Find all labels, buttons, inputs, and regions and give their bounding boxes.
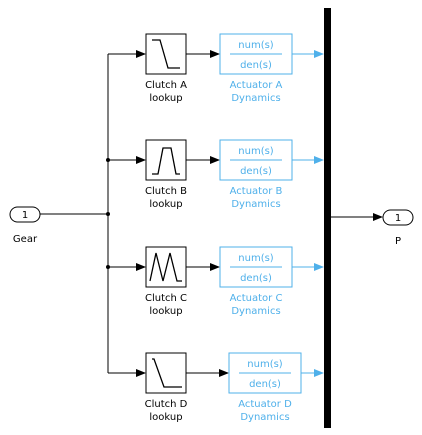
clutch-row: Clutch B lookup num(s) den(s) Actuator B Dyna… <box>108 139 324 210</box>
actuator-dynamics-block[interactable]: num(s) den(s) Actuator A Dynamics <box>219 33 293 104</box>
outport-label: P <box>395 236 401 247</box>
clutch-row: Clutch A lookup num(s) den(s) Actuator A Dyna… <box>108 33 324 104</box>
lookup-block[interactable]: Clutch D lookup <box>145 352 188 423</box>
clutch-row: Clutch D lookup num(s) den(s) Actuator D Dyna… <box>108 352 324 423</box>
actuator-label-line1: Actuator C <box>230 293 283 304</box>
lookup-label-line1: Clutch B <box>145 186 187 197</box>
actuator-label-line2: Dynamics <box>231 199 280 210</box>
tf-numerator: num(s) <box>238 253 274 264</box>
tf-denominator: den(s) <box>249 379 281 390</box>
clutch-c-curve-icon <box>149 252 182 282</box>
lookup-label-line2: lookup <box>149 412 182 423</box>
actuator-label-line2: Dynamics <box>231 93 280 104</box>
outport-shape <box>382 209 414 226</box>
tf-numerator: num(s) <box>247 359 283 370</box>
actuator-dynamics-block[interactable]: num(s) den(s) Actuator B Dynamics <box>219 139 293 210</box>
actuator-label-line2: Dynamics <box>240 412 289 423</box>
actuator-label-line1: Actuator A <box>230 80 283 91</box>
lookup-block-frame <box>145 352 187 394</box>
clutch-b-curve-icon <box>152 147 180 175</box>
tf-denominator: den(s) <box>240 60 272 71</box>
inport-number: 1 <box>22 210 28 221</box>
inport-gear[interactable]: 1 Gear <box>9 206 41 245</box>
lookup-block-frame <box>145 33 187 75</box>
outport-p[interactable]: 1 P <box>382 209 414 247</box>
lookup-label-line1: Clutch D <box>145 399 188 410</box>
clutch-d-curve-icon <box>152 358 182 388</box>
lookup-block[interactable]: Clutch C lookup <box>145 246 187 317</box>
clutch-a-curve-icon <box>152 39 180 69</box>
lookup-block[interactable]: Clutch B lookup <box>145 139 187 210</box>
clutch-row: Clutch C lookup num(s) den(s) Actuator C Dyna… <box>108 246 324 317</box>
actuator-label-line1: Actuator D <box>238 399 292 410</box>
branch-point <box>106 212 110 216</box>
lookup-block[interactable]: Clutch A lookup <box>145 33 187 104</box>
inport-label: Gear <box>13 234 38 245</box>
tf-denominator: den(s) <box>240 273 272 284</box>
outport-number: 1 <box>395 213 401 224</box>
lookup-label-line1: Clutch C <box>145 293 187 304</box>
lookup-label-line2: lookup <box>149 306 182 317</box>
tf-numerator: num(s) <box>238 146 274 157</box>
lookup-label-line2: lookup <box>149 199 182 210</box>
tf-denominator: den(s) <box>240 166 272 177</box>
actuator-label-line1: Actuator B <box>230 186 283 197</box>
lookup-label-line2: lookup <box>149 93 182 104</box>
actuator-label-line2: Dynamics <box>231 306 280 317</box>
tf-numerator: num(s) <box>238 40 274 51</box>
actuator-dynamics-block[interactable]: num(s) den(s) Actuator D Dynamics <box>228 352 302 423</box>
actuator-dynamics-block[interactable]: num(s) den(s) Actuator C Dynamics <box>219 246 293 317</box>
mux-bar[interactable] <box>324 8 331 428</box>
lookup-label-line1: Clutch A <box>145 80 187 91</box>
lookup-block-frame <box>145 139 187 181</box>
